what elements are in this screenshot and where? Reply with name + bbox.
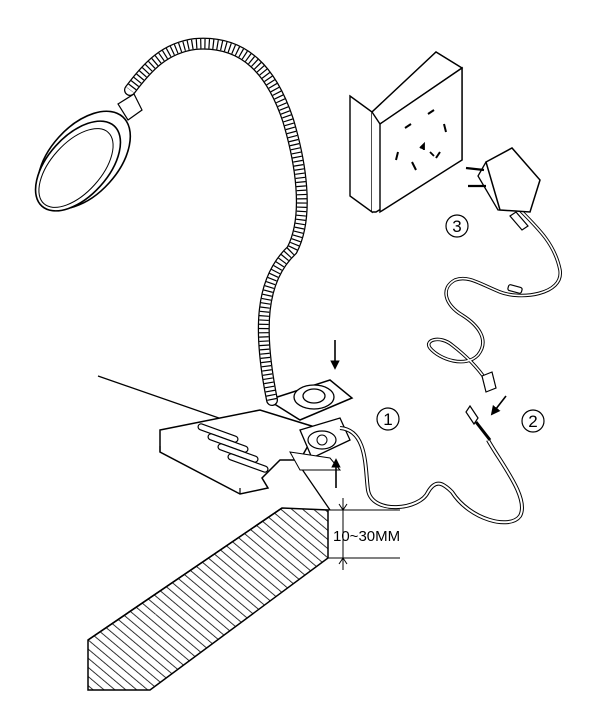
inline-switch	[507, 284, 523, 294]
lamp-cable-plug	[465, 404, 479, 426]
step-marker-3: 3	[445, 214, 469, 238]
lamp-head	[34, 93, 143, 212]
power-adapter	[465, 147, 541, 231]
clamp-range-label: 10~30MM	[333, 528, 400, 545]
lamp-cable	[339, 404, 524, 525]
lamp-clamp	[159, 379, 354, 495]
adapter-cable	[427, 208, 562, 393]
clamp-arrows	[330, 340, 507, 488]
step-number: 2	[528, 412, 537, 431]
clamp-range-dimension: 10~30MM	[328, 498, 400, 570]
step-marker-1: 1	[376, 407, 400, 431]
step-marker-2: 2	[521, 409, 545, 433]
adapter-cable-plug	[481, 371, 497, 393]
step-number: 3	[452, 217, 461, 236]
step-number: 1	[383, 410, 392, 429]
gooseneck-arm	[124, 37, 308, 406]
wall-socket	[349, 51, 464, 214]
